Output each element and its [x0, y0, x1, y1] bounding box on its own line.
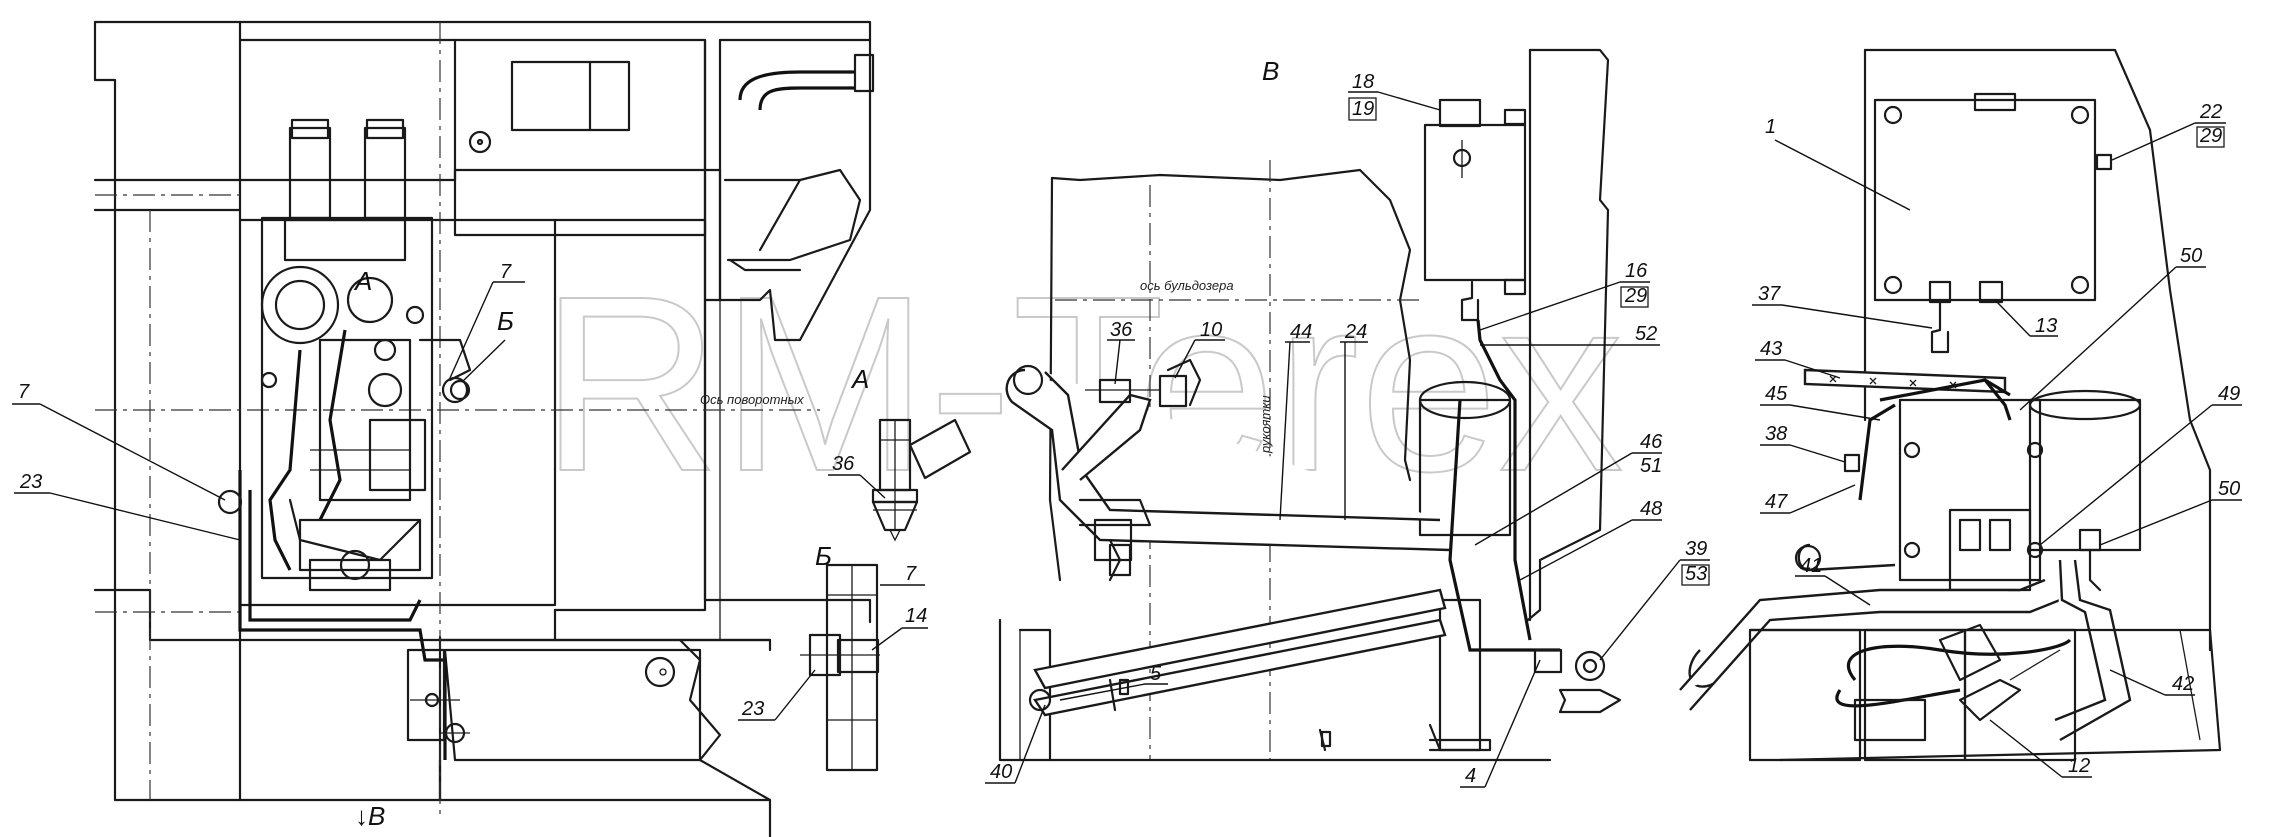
svg-text:13: 13	[2035, 315, 2057, 337]
svg-text:7: 7	[500, 261, 512, 283]
svg-text:10: 10	[1200, 319, 1222, 341]
view-b-arrow-label: ↓В	[355, 801, 385, 831]
callout-36-b: 36	[1107, 319, 1135, 385]
callout-22-29: 22 29	[2111, 101, 2226, 161]
svg-text:5: 5	[1150, 663, 1162, 685]
callout-50-b: 50	[2099, 478, 2242, 546]
view-v-title: В	[1262, 56, 1279, 86]
callout-16-29: 16 29	[1479, 260, 1650, 331]
callout-42: 42	[2109, 669, 2195, 696]
svg-text:14: 14	[905, 605, 927, 627]
callout-49: 49	[2039, 383, 2242, 546]
svg-text:48: 48	[1640, 498, 1662, 520]
callout-5: 5	[1059, 663, 1168, 701]
svg-text:37: 37	[1758, 283, 1781, 305]
svg-text:7: 7	[905, 563, 917, 585]
callout-4: 4	[1460, 659, 1541, 788]
svg-text:16: 16	[1625, 260, 1648, 282]
detail-a-mark: А	[353, 266, 372, 296]
engine	[217, 118, 472, 760]
callout-10: 10	[1174, 319, 1225, 379]
callout-36-a: 36	[828, 453, 886, 499]
callout-38: 38	[1760, 423, 1846, 463]
left-view: Ось поворотных	[12, 20, 875, 837]
detail-b-mark: Б	[497, 306, 514, 336]
callout-23-b: 23	[738, 669, 816, 721]
callout-13: 13	[1994, 299, 2058, 337]
callout-45: 45	[1760, 383, 1881, 421]
callout-1: 1	[1765, 116, 1911, 211]
svg-text:38: 38	[1765, 423, 1787, 445]
callout-37: 37	[1752, 283, 1933, 329]
detail-a: А 36	[828, 364, 972, 542]
svg-text:49: 49	[2218, 383, 2240, 405]
svg-text:39: 39	[1685, 538, 1707, 560]
svg-text:41: 41	[1800, 555, 1822, 577]
axis-label-rotation: Ось поворотных	[700, 392, 804, 407]
callout-23-a: 23	[14, 471, 241, 541]
callout-7-b: 7	[12, 381, 226, 501]
callout-41: 41	[1795, 555, 1871, 606]
svg-text:46: 46	[1640, 431, 1663, 453]
detail-b: Б 7 14 23	[738, 541, 928, 772]
svg-text:50: 50	[2180, 245, 2202, 267]
callout-14: 14	[871, 605, 928, 651]
svg-text:45: 45	[1765, 383, 1788, 405]
callout-44: 44	[1279, 321, 1312, 521]
detail-b-title: Б	[815, 541, 832, 571]
callout-50-a: 50	[2019, 245, 2206, 411]
svg-text:23: 23	[19, 471, 42, 493]
svg-text:4: 4	[1465, 765, 1476, 787]
callout-43: 43	[1755, 338, 1841, 379]
callout-48: 48	[1519, 498, 1662, 581]
callout-40: 40	[985, 704, 1046, 784]
svg-text:47: 47	[1765, 491, 1788, 513]
svg-text:29: 29	[2199, 125, 2222, 147]
svg-text:18: 18	[1352, 71, 1374, 93]
svg-text:23: 23	[741, 698, 764, 720]
callout-52: 52	[1480, 323, 1660, 346]
callout-46-51: 46 51	[1474, 431, 1663, 546]
svg-text:24: 24	[1344, 321, 1367, 343]
callout-39-53: 39 53	[1599, 538, 1710, 661]
svg-text:36: 36	[832, 453, 855, 475]
callout-7-c: 7	[880, 563, 925, 586]
callout-12: 12	[1989, 719, 2092, 778]
callout-18-19: 18 19	[1348, 71, 1441, 121]
svg-text:44: 44	[1290, 321, 1312, 343]
callout-7-a: 7	[449, 261, 525, 379]
right-view: 1 22 29 37 13 43 45	[1679, 48, 2242, 778]
svg-text:22: 22	[2199, 101, 2222, 123]
svg-text:19: 19	[1352, 98, 1374, 120]
svg-text:7: 7	[18, 381, 30, 403]
svg-text:43: 43	[1760, 338, 1782, 360]
axis-label-axle: ось бульдозера	[1140, 278, 1234, 293]
svg-text:12: 12	[2068, 755, 2090, 777]
svg-text:42: 42	[2172, 673, 2194, 695]
callout-24: 24	[1340, 321, 1368, 520]
svg-text:29: 29	[1624, 285, 1647, 307]
svg-text:50: 50	[2218, 478, 2240, 500]
view-v: В ось бульдозера Ось рукоятки	[985, 48, 1710, 788]
svg-text:51: 51	[1640, 455, 1662, 477]
svg-text:1: 1	[1765, 116, 1776, 138]
svg-text:40: 40	[990, 761, 1012, 783]
svg-text:52: 52	[1635, 323, 1657, 345]
svg-text:53: 53	[1685, 563, 1707, 585]
svg-text:36: 36	[1110, 319, 1133, 341]
callout-47: 47	[1760, 484, 1856, 514]
detail-a-title: А	[850, 364, 869, 394]
